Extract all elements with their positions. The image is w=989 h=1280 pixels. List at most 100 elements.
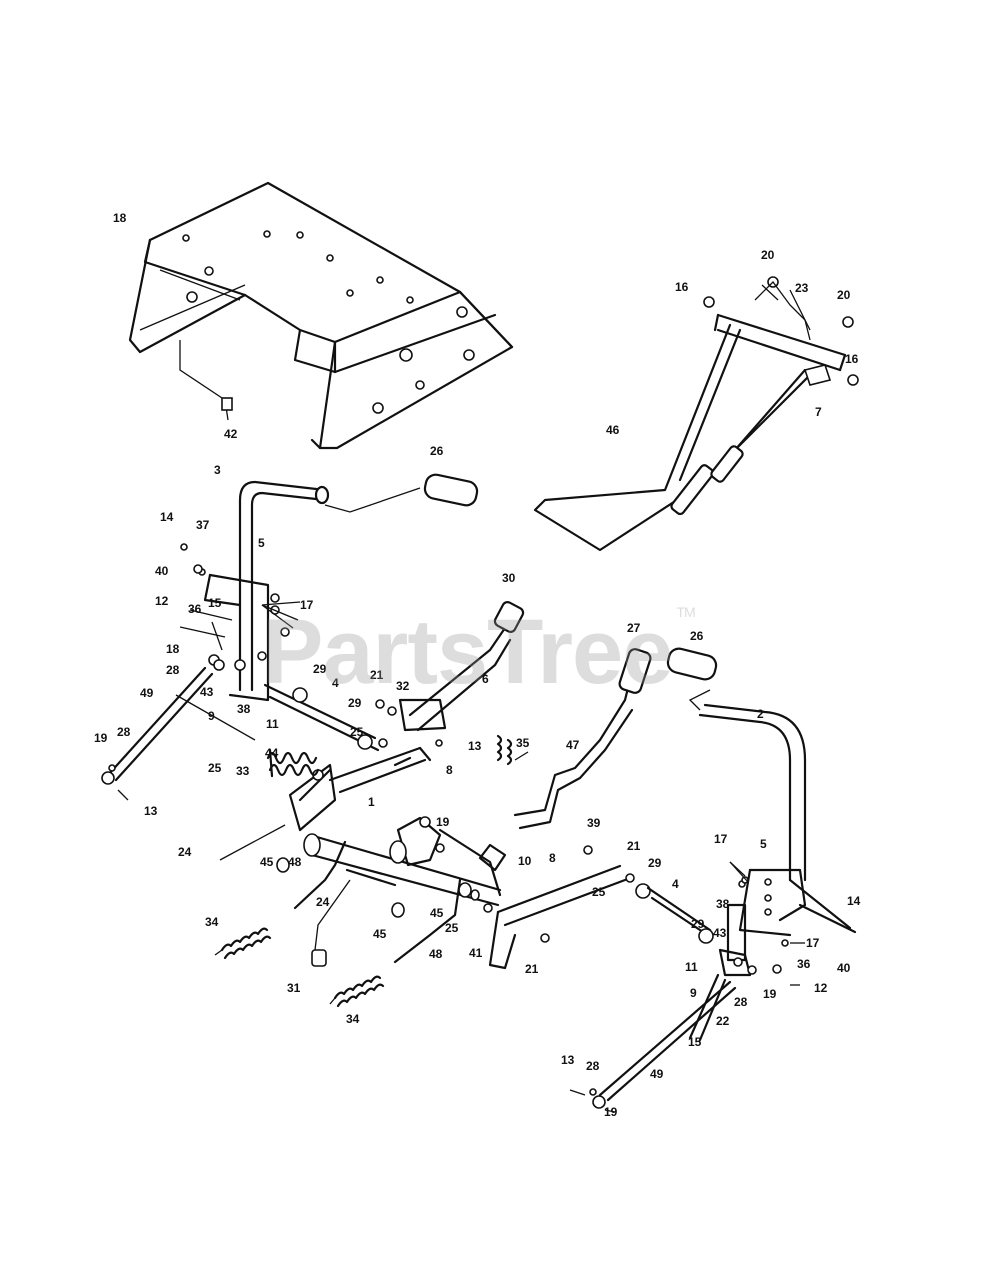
callout-48: 48 — [429, 947, 443, 961]
callout-6: 6 — [482, 672, 489, 686]
callout-18: 18 — [166, 642, 180, 656]
callout-37: 37 — [196, 518, 210, 532]
callout-40: 40 — [837, 961, 851, 975]
callout-19: 19 — [604, 1105, 618, 1119]
callout-41: 41 — [469, 946, 483, 960]
callout-45: 45 — [373, 927, 387, 941]
frame-housing — [128, 181, 514, 450]
callout-25: 25 — [350, 725, 364, 739]
callout-4: 4 — [332, 676, 339, 690]
callout-23: 23 — [795, 281, 809, 295]
callout-13: 13 — [561, 1053, 575, 1067]
callout-29: 29 — [648, 856, 662, 870]
pedal-2 — [666, 647, 857, 937]
springs — [214, 734, 529, 1008]
rods-48 — [293, 840, 462, 964]
callout-17: 17 — [806, 936, 820, 950]
callout-21: 21 — [627, 839, 641, 853]
callout-38: 38 — [237, 702, 251, 716]
callout-34: 34 — [205, 915, 219, 929]
callout-13: 13 — [144, 804, 158, 818]
callout-36: 36 — [188, 602, 202, 616]
callout-8: 8 — [549, 851, 556, 865]
callout-10: 10 — [518, 854, 532, 868]
callout-21: 21 — [370, 668, 384, 682]
callout-19: 19 — [94, 731, 108, 745]
callout-19: 19 — [436, 815, 450, 829]
callout-28: 28 — [734, 995, 748, 1009]
callout-labels: 18 42 3 26 14 37 5 40 17 12 36 15 18 28 … — [94, 211, 861, 1119]
left-pivot-hardware — [179, 543, 443, 752]
callout-39: 39 — [587, 816, 601, 830]
callout-14: 14 — [847, 894, 861, 908]
link-bar-8-right — [488, 845, 651, 970]
callout-11: 11 — [266, 717, 279, 731]
callout-36: 36 — [797, 957, 811, 971]
callout-40: 40 — [155, 564, 169, 578]
pedal-3 — [203, 473, 479, 702]
callout-44: 44 — [265, 746, 279, 760]
callout-2: 2 — [757, 707, 764, 721]
callout-11: 11 — [685, 960, 698, 974]
callout-32: 32 — [396, 679, 410, 693]
callout-30: 30 — [502, 571, 516, 585]
lever-47 — [513, 648, 652, 830]
callout-22: 22 — [716, 1014, 730, 1028]
callout-35: 35 — [516, 736, 530, 750]
callout-19: 19 — [763, 987, 777, 1001]
callout-4: 4 — [672, 877, 679, 891]
leader-lines — [175, 284, 811, 944]
callout-31: 31 — [287, 981, 301, 995]
callout-28: 28 — [117, 725, 131, 739]
callout-17: 17 — [300, 598, 314, 612]
callout-15: 15 — [688, 1035, 702, 1049]
callout-43: 43 — [200, 685, 214, 699]
callout-28: 28 — [166, 663, 180, 677]
callout-49: 49 — [140, 686, 154, 700]
callout-9: 9 — [208, 709, 215, 723]
callout-8: 8 — [446, 763, 453, 777]
callout-34: 34 — [346, 1012, 360, 1026]
right-pivot-hardware — [646, 876, 800, 986]
link-rod-49-right — [569, 973, 737, 1113]
callout-25: 25 — [592, 885, 606, 899]
callout-29: 29 — [313, 662, 327, 676]
callout-20: 20 — [837, 288, 851, 302]
callout-14: 14 — [160, 510, 174, 524]
callout-5: 5 — [258, 536, 265, 550]
callout-5: 5 — [760, 837, 767, 851]
callout-1: 1 — [368, 795, 375, 809]
bushings — [276, 857, 405, 967]
callout-45: 45 — [260, 855, 274, 869]
callout-26: 26 — [690, 629, 704, 643]
callout-3: 3 — [214, 463, 221, 477]
callout-28: 28 — [586, 1059, 600, 1073]
callout-18: 18 — [113, 211, 127, 225]
callout-29: 29 — [691, 917, 705, 931]
callout-16: 16 — [845, 352, 859, 366]
callout-15: 15 — [208, 596, 222, 610]
callout-46: 46 — [606, 423, 620, 437]
callout-48: 48 — [288, 855, 302, 869]
callout-29: 29 — [348, 696, 362, 710]
link-bar-8-left — [393, 756, 412, 767]
shaft-1 — [288, 746, 507, 913]
callout-43: 43 — [713, 926, 727, 940]
callout-21: 21 — [525, 962, 539, 976]
callout-26: 26 — [430, 444, 444, 458]
callout-20: 20 — [761, 248, 775, 262]
callout-33: 33 — [236, 764, 250, 778]
callout-12: 12 — [155, 594, 169, 608]
link-rod-49-left — [101, 666, 214, 801]
callout-47: 47 — [566, 738, 580, 752]
callout-25: 25 — [445, 921, 459, 935]
callout-27: 27 — [627, 621, 641, 635]
callout-25: 25 — [208, 761, 222, 775]
callout-24: 24 — [316, 895, 330, 909]
callout-38: 38 — [716, 897, 730, 911]
callout-24: 24 — [178, 845, 192, 859]
callout-16: 16 — [675, 280, 689, 294]
callout-49: 49 — [650, 1067, 664, 1081]
